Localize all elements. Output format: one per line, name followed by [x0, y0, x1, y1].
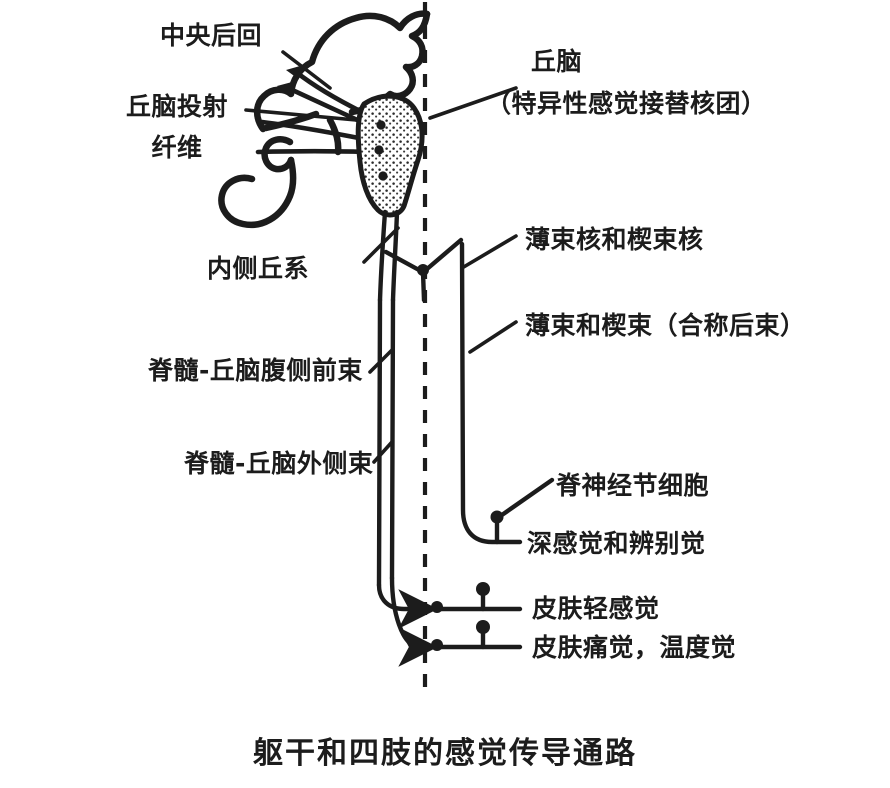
label-spinal-ganglion-cell: 脊神经节细胞	[556, 471, 710, 500]
posterior-column-loop	[459, 241, 523, 545]
pain-temperature-pathway	[389, 575, 523, 667]
label-thalamic-projection-fibers-line2: 纤维	[151, 133, 203, 162]
label-postcentral-gyrus: 中央后回	[160, 21, 263, 50]
light-touch-pathway	[376, 582, 523, 629]
label-spinothalamic-lateral: 脊髓-丘脑外侧束	[184, 449, 374, 478]
cortex-outline	[218, 10, 431, 229]
label-skin-light-touch: 皮肤轻感觉	[532, 594, 660, 623]
label-thalamus-line1: 丘脑	[531, 47, 583, 76]
label-spinothalamic-ventral-anterior: 脊髓-丘脑腹侧前束	[148, 356, 363, 385]
gracile-cuneate-nucleus-junction	[383, 237, 464, 303]
label-skin-pain-temperature: 皮肤痛觉，温度觉	[532, 633, 737, 662]
stippled-thalamus-blob	[355, 93, 425, 218]
label-thalamus-line2: （特异性感觉接替核团）	[486, 89, 767, 118]
figure-caption: 躯干和四肢的感觉传导通路	[253, 736, 637, 771]
label-medial-lemniscus: 内侧丘系	[207, 254, 310, 283]
label-gracile-cuneate-nuclei: 薄束核和楔束核	[525, 225, 704, 254]
label-leader-lines	[244, 50, 522, 544]
label-deep-sensation-discrimination: 深感觉和辨别觉	[527, 529, 706, 558]
label-thalamic-projection-fibers-line1: 丘脑投射	[125, 92, 228, 121]
spinal-cord-tracts	[376, 209, 400, 588]
spinal-ganglion-deep-sensation	[490, 477, 555, 545]
label-gracile-cuneate-fasciculi: 薄束和楔束（合称后束）	[525, 311, 806, 340]
